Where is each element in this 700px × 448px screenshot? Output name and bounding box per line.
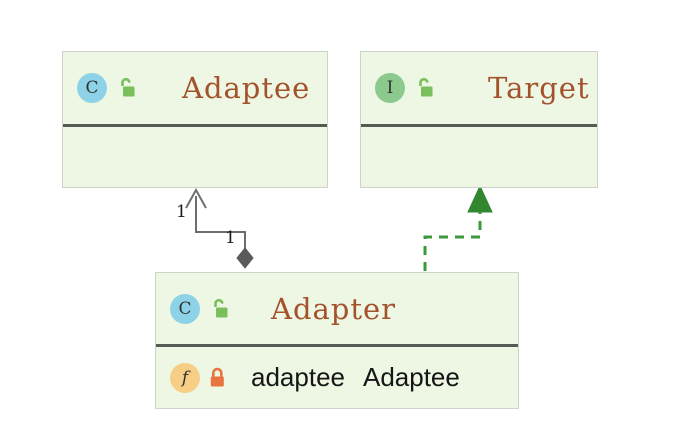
node-header-adaptee: C Adaptee xyxy=(63,52,327,124)
node-members-target xyxy=(361,127,597,187)
field-type: Adaptee xyxy=(362,362,460,392)
node-members-adapter: f adaptee Adaptee xyxy=(156,347,518,408)
edge-realization[interactable] xyxy=(423,184,493,271)
node-header-adapter: C Adapter xyxy=(156,273,518,344)
class-badge-icon: C xyxy=(77,73,107,103)
class-name-adaptee: Adaptee xyxy=(182,71,311,105)
unlocked-padlock-icon xyxy=(209,298,229,320)
class-node-adaptee[interactable]: C Adaptee xyxy=(62,51,328,188)
interface-name-target: Target xyxy=(488,71,590,105)
class-node-adapter[interactable]: C Adapter f adaptee xyxy=(155,272,519,409)
unlocked-padlock-icon xyxy=(414,77,434,99)
unlocked-padlock-icon xyxy=(116,77,136,99)
class-badge-icon: C xyxy=(170,293,200,324)
multiplicity-label-adapter-end: 1 xyxy=(225,228,236,248)
locked-padlock-icon xyxy=(209,367,229,389)
field-row[interactable]: f adaptee Adaptee xyxy=(156,347,518,408)
field-badge-icon: f xyxy=(170,362,200,393)
multiplicity-label-adaptee-end: 1 xyxy=(176,202,187,222)
node-members-adaptee xyxy=(63,127,327,187)
field-name: adaptee xyxy=(251,362,345,392)
class-name-adapter: Adapter xyxy=(271,291,397,326)
node-header-target: I Target xyxy=(361,52,597,124)
interface-badge-icon: I xyxy=(375,73,405,103)
interface-node-target[interactable]: I Target xyxy=(360,51,598,188)
node-divider xyxy=(156,344,518,347)
node-divider xyxy=(361,124,597,127)
edge-aggregation[interactable] xyxy=(185,187,254,269)
node-divider xyxy=(63,124,327,127)
